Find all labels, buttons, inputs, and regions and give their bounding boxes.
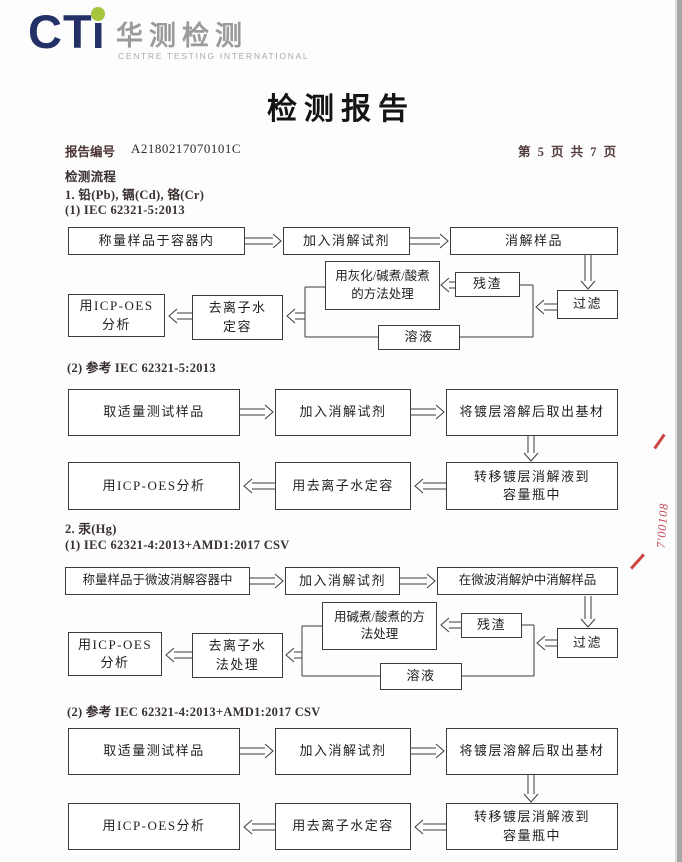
cti-logo: CTi 华测检测 CENTRE TESTING INTERNATIONAL [28, 6, 308, 64]
flow-box-filter: 过滤 [557, 290, 618, 319]
flow-box-solution: 溶液 [380, 663, 462, 690]
scan-edge-strip [675, 0, 682, 862]
report-number-value: A2180217070101C [131, 141, 242, 156]
flow-box-take-sample: 取适量测试样品 [68, 389, 240, 436]
flow-box-add-reagent: 加入消解试剂 [275, 389, 411, 436]
cti-logo-english-name: CENTRE TESTING INTERNATIONAL [118, 51, 310, 61]
chart-3-method-heading: (1) IEC 62321-4:2013+AMD1:2017 CSV [65, 538, 290, 552]
flow-box-icp-analysis: 用ICP-OES 分析 [68, 294, 165, 337]
item-1-heading: 1. 铅(Pb), 镉(Cd), 铬(Cr) [65, 188, 205, 202]
report-number-label: 报告编号 [65, 145, 116, 159]
flow-box-add-reagent: 加入消解试剂 [275, 728, 411, 775]
flow-box-add-reagent: 加入消解试剂 [285, 567, 400, 595]
flow-box-microwave-digest: 在微波消解炉中消解样品 [437, 567, 618, 595]
stamp-stroke-icon [653, 433, 666, 450]
red-edge-stamp: 7'00108 [626, 432, 678, 597]
document-title: 检测报告 [267, 93, 415, 126]
page-indicator: 第 5 页 共 7 页 [518, 145, 619, 159]
flow-section-title: 检测流程 [65, 170, 117, 184]
flow-box-dissolve-coating: 将镀层溶解后取出基材 [446, 728, 618, 775]
flow-box-dilute: 去离子水 定容 [192, 295, 283, 340]
flow-box-transfer-solution: 转移镀层消解液到 容量瓶中 [446, 462, 618, 510]
flow-box-weigh-sample: 称量样品于容器内 [68, 227, 245, 255]
flow-box-dilute: 用去离子水定容 [275, 462, 411, 510]
flow-box-residue: 残渣 [461, 613, 522, 638]
flow-box-transfer-solution: 转移镀层消解液到 容量瓶中 [446, 803, 618, 850]
flow-box-dissolve-coating: 将镀层溶解后取出基材 [446, 389, 618, 436]
flow-box-icp-analysis: 用ICP-OES分析 [68, 462, 240, 510]
flow-box-icp-analysis: 用ICP-OES分析 [68, 803, 240, 850]
chart-1-method-heading: (1) IEC 62321-5:2013 [65, 203, 185, 217]
flow-box-residue: 残渣 [455, 272, 520, 297]
flow-box-dilute: 用去离子水定容 [275, 803, 411, 850]
cti-logo-chinese-name: 华测检测 [116, 21, 248, 51]
cti-logo-green-dot-icon [91, 7, 105, 21]
flow-box-residue-treatment: 用碱煮/酸煮的方 法处理 [322, 602, 437, 650]
flow-box-solution: 溶液 [378, 325, 460, 350]
chart-2-method-heading: (2) 参考 IEC 62321-5:2013 [67, 361, 216, 375]
chart-4-method-heading: (2) 参考 IEC 62321-4:2013+AMD1:2017 CSV [67, 705, 321, 719]
flow-box-filter: 过滤 [557, 628, 618, 658]
flow-box-icp-analysis: 用ICP-OES 分析 [68, 632, 162, 676]
stamp-text: 7'00108 [653, 502, 671, 549]
chart-3-connectors [165, 573, 596, 677]
flow-box-weigh-sample: 称量样品于微波消解容器中 [65, 567, 250, 595]
flow-box-take-sample: 取适量测试样品 [68, 728, 240, 775]
flow-box-add-reagent: 加入消解试剂 [283, 227, 410, 255]
stamp-stroke-icon [630, 553, 645, 570]
item-2-heading: 2. 汞(Hg) [65, 522, 117, 536]
flow-box-residue-treatment: 用灰化/碱煮/酸煮 的方法处理 [325, 261, 440, 310]
chart-2-connectors [240, 404, 539, 494]
chart-1-connectors [168, 233, 596, 338]
flow-box-dilute: 去离子水 法处理 [192, 633, 283, 678]
flow-box-digest-sample: 消解样品 [450, 227, 618, 255]
chart-4-connectors [240, 743, 539, 835]
